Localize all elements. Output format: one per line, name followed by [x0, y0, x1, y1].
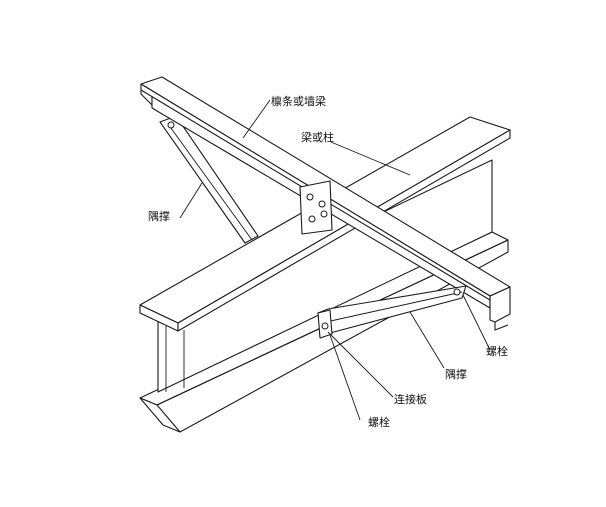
label-brace-left: 隅撑 [148, 209, 170, 223]
label-brace-right: 隅撑 [445, 367, 467, 381]
label-bolt-right: 螺栓 [486, 344, 508, 358]
plate-bolt-icon [320, 210, 328, 218]
leader-lines [179, 99, 491, 421]
brace-bolt-icon [167, 121, 175, 129]
knee-brace-right [317, 285, 467, 339]
connection-plate-top [299, 180, 333, 235]
label-connection-plate: 连接板 [394, 392, 427, 406]
bottom-bolt-icon [321, 322, 329, 330]
plate-bolt-icon [318, 200, 326, 208]
plate-bolt-icon [308, 215, 316, 223]
plate-bolt-icon [306, 193, 314, 201]
label-bolt-bottom: 螺栓 [368, 415, 390, 429]
label-beam-or-column: 梁或柱 [301, 130, 334, 144]
right-bolt-icon [453, 288, 461, 296]
label-purlin-or-girt: 檩条或墙梁 [271, 94, 326, 108]
